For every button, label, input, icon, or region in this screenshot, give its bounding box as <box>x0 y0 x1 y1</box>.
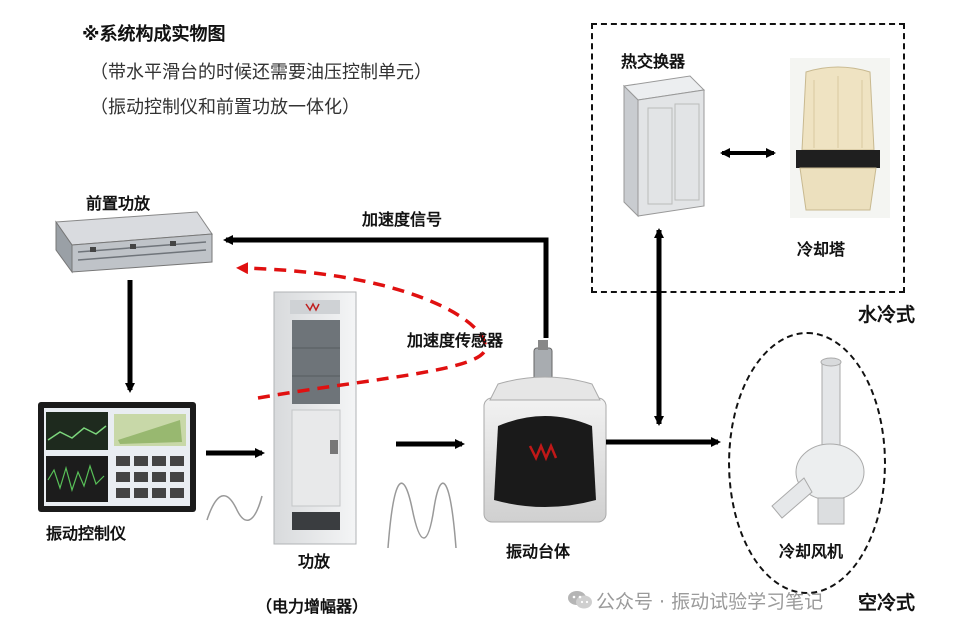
heat-exchanger-label: 热交换器 <box>621 52 686 71</box>
cooling-tower-image <box>790 58 890 218</box>
accel-sensor-label: 加速度传感器 <box>407 331 504 350</box>
diagram-title: ※系统构成实物图 <box>82 24 226 45</box>
small-sine-wave <box>206 495 263 521</box>
preamp-label: 前置功放 <box>86 194 151 213</box>
controller-label: 振动控制仪 <box>46 524 127 543</box>
cooling-fan-image <box>771 357 865 525</box>
cooling-tower-label: 冷却塔 <box>797 240 846 259</box>
note-integrated: （振动控制仪和前置功放一体化） <box>90 97 360 118</box>
cooling-fan-label: 冷却风机 <box>779 542 844 561</box>
amplifier-label: 功放 <box>297 552 330 571</box>
preamp-image <box>55 211 213 274</box>
air-cooling-label: 空冷式 <box>858 592 916 614</box>
air-cooling-ellipse <box>728 332 886 594</box>
accel-signal-label: 加速度信号 <box>362 210 443 229</box>
watermark-text: 公众号 · 振动试验学习笔记 <box>596 591 824 613</box>
shaker-label: 振动台体 <box>506 542 571 561</box>
shaker-image <box>483 340 607 523</box>
note-hydraulic: （带水平滑台的时候还需要油压控制单元） <box>90 62 432 83</box>
amplifier-sub-label: （电力增幅器） <box>256 597 369 616</box>
heat-exchanger-image <box>622 75 706 218</box>
feedback-dashed-arc <box>236 262 487 400</box>
wechat-icon <box>568 591 592 609</box>
large-sine-wave <box>387 482 457 549</box>
amplifier-image <box>273 291 357 545</box>
water-cooling-label: 水冷式 <box>858 304 916 326</box>
arrow-accel-signal <box>223 235 549 338</box>
water-cooling-box <box>591 23 905 293</box>
controller-image <box>38 402 196 512</box>
